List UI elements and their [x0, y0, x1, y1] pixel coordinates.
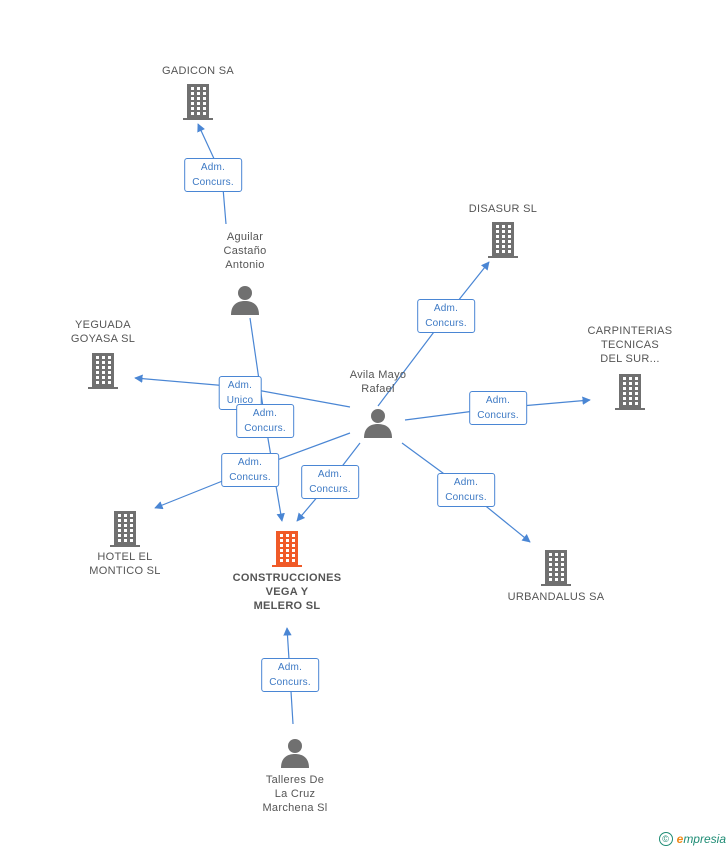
node-label-disasur[interactable]: DISASUR SL: [468, 203, 538, 215]
copyright-icon: ©: [658, 832, 673, 846]
node-label-aguilar[interactable]: Aguilar Castaño Antonio: [223, 231, 267, 271]
node-label-gadicon[interactable]: GADICON SA: [161, 65, 235, 77]
node-disasur[interactable]: [488, 222, 518, 263]
node-label-construcciones[interactable]: CONSTRUCCIONES VEGA Y MELERO SL: [232, 572, 342, 612]
person-icon: [231, 286, 259, 315]
company-icon: [615, 374, 645, 410]
relation-label-avila-hotel[interactable]: Adm. Concurs.: [221, 453, 279, 487]
node-label-yeguada[interactable]: YEGUADA GOYASA SL: [70, 319, 136, 345]
relation-label-avila-urbandalus[interactable]: Adm. Concurs.: [437, 473, 495, 507]
node-gadicon[interactable]: [183, 84, 213, 125]
company-icon: [488, 222, 518, 258]
node-talleres[interactable]: [280, 738, 310, 773]
company-icon: [541, 550, 571, 586]
node-hotel[interactable]: [110, 511, 140, 552]
brand-logo: empresia: [676, 832, 726, 846]
node-urbandalus[interactable]: [541, 550, 571, 591]
focus-company-icon: [272, 531, 302, 567]
brand-footer[interactable]: © empresia: [658, 832, 726, 846]
node-label-hotel[interactable]: HOTEL EL MONTICO SL: [89, 551, 161, 577]
node-label-talleres[interactable]: Talleres De La Cruz Marchena Sl: [262, 774, 328, 814]
company-icon: [88, 353, 118, 389]
relation-label-avila-disasur[interactable]: Adm. Concurs.: [417, 299, 475, 333]
relation-label-aguilar-construcciones[interactable]: Adm. Concurs.: [236, 404, 294, 438]
relation-label-talleres-construcciones[interactable]: Adm. Concurs.: [261, 658, 319, 692]
node-label-carpinterias[interactable]: CARPINTERIAS TECNICAS DEL SUR...: [587, 325, 673, 365]
node-avila[interactable]: [363, 408, 393, 443]
person-icon: [364, 409, 392, 438]
company-icon: [110, 511, 140, 547]
node-label-avila[interactable]: Avila Mayo Rafael: [349, 369, 407, 395]
node-label-urbandalus[interactable]: URBANDALUS SA: [507, 591, 605, 603]
relation-label-avila-carpinterias[interactable]: Adm. Concurs.: [469, 391, 527, 425]
node-carpinterias[interactable]: [615, 374, 645, 415]
person-icon: [281, 739, 309, 768]
company-icon: [183, 84, 213, 120]
node-aguilar[interactable]: [230, 285, 260, 320]
node-yeguada[interactable]: [88, 353, 118, 394]
node-construcciones[interactable]: [272, 531, 302, 572]
relation-label-aguilar-gadicon[interactable]: Adm. Concurs.: [184, 158, 242, 192]
relation-label-avila-construcciones[interactable]: Adm. Concurs.: [301, 465, 359, 499]
